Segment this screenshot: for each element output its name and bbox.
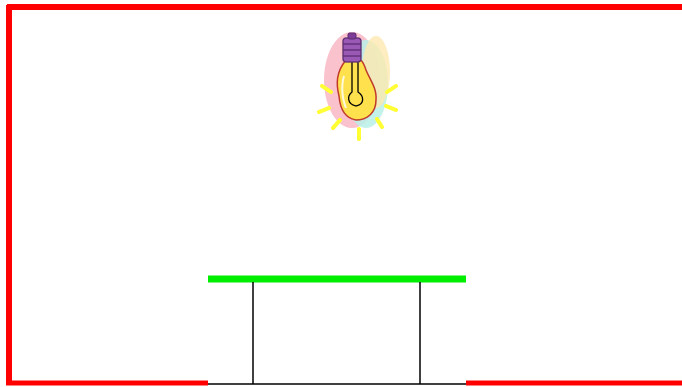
light-bulb-icon bbox=[319, 32, 396, 139]
table bbox=[208, 279, 466, 384]
